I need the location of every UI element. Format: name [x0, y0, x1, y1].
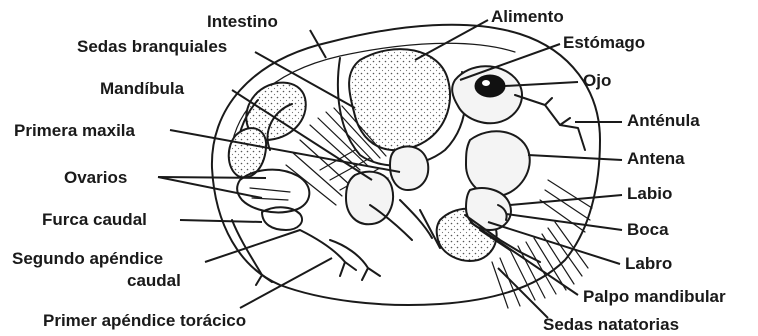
- leader-ovarios-1: [158, 177, 266, 178]
- label-ojo: Ojo: [583, 71, 611, 90]
- first-maxilla: [390, 146, 428, 190]
- label-estomago: Estómago: [563, 33, 645, 52]
- label-segundo-apendice-line2: caudal: [127, 271, 181, 290]
- label-furca-caudal: Furca caudal: [42, 210, 147, 229]
- label-alimento: Alimento: [491, 7, 564, 26]
- label-sedas-natatorias: Sedas natatorias: [543, 315, 679, 334]
- label-intestino: Intestino: [207, 12, 278, 31]
- label-palpo-mandibular: Palpo mandibular: [583, 287, 726, 306]
- label-primer-apendice-toracico: Primer apéndice torácico: [43, 311, 246, 330]
- label-boca: Boca: [627, 220, 669, 239]
- label-labio: Labio: [627, 184, 672, 203]
- eye: [475, 75, 505, 97]
- leader-primer-apendice: [240, 258, 332, 308]
- ovary-detail: [250, 188, 290, 200]
- label-sedas-branquiales: Sedas branquiales: [77, 37, 227, 56]
- food-mass: [349, 49, 450, 150]
- label-ovarios: Ovarios: [64, 168, 127, 187]
- leader-ovarios-2: [158, 177, 262, 198]
- organism-drawing: [212, 25, 600, 308]
- label-segundo-apendice-line1: Segundo apéndice: [12, 249, 163, 268]
- eye-highlight: [482, 80, 490, 86]
- second-caudal-appendage: [300, 230, 356, 276]
- leader-labro: [488, 222, 620, 264]
- label-primera-maxila: Primera maxila: [14, 121, 136, 140]
- antenna-base: [466, 131, 530, 196]
- label-labro: Labro: [625, 254, 672, 273]
- leader-segundo-apendice: [205, 230, 300, 262]
- caudal-claws: [232, 220, 272, 285]
- label-mandibula: Mandíbula: [100, 79, 185, 98]
- leader-antena: [528, 155, 622, 160]
- first-thoracic-appendage: [330, 240, 380, 280]
- label-antenula: Anténula: [627, 111, 700, 130]
- antennule-segments: [515, 95, 585, 150]
- leader-furca-caudal: [180, 220, 262, 222]
- label-antena: Antena: [627, 149, 685, 168]
